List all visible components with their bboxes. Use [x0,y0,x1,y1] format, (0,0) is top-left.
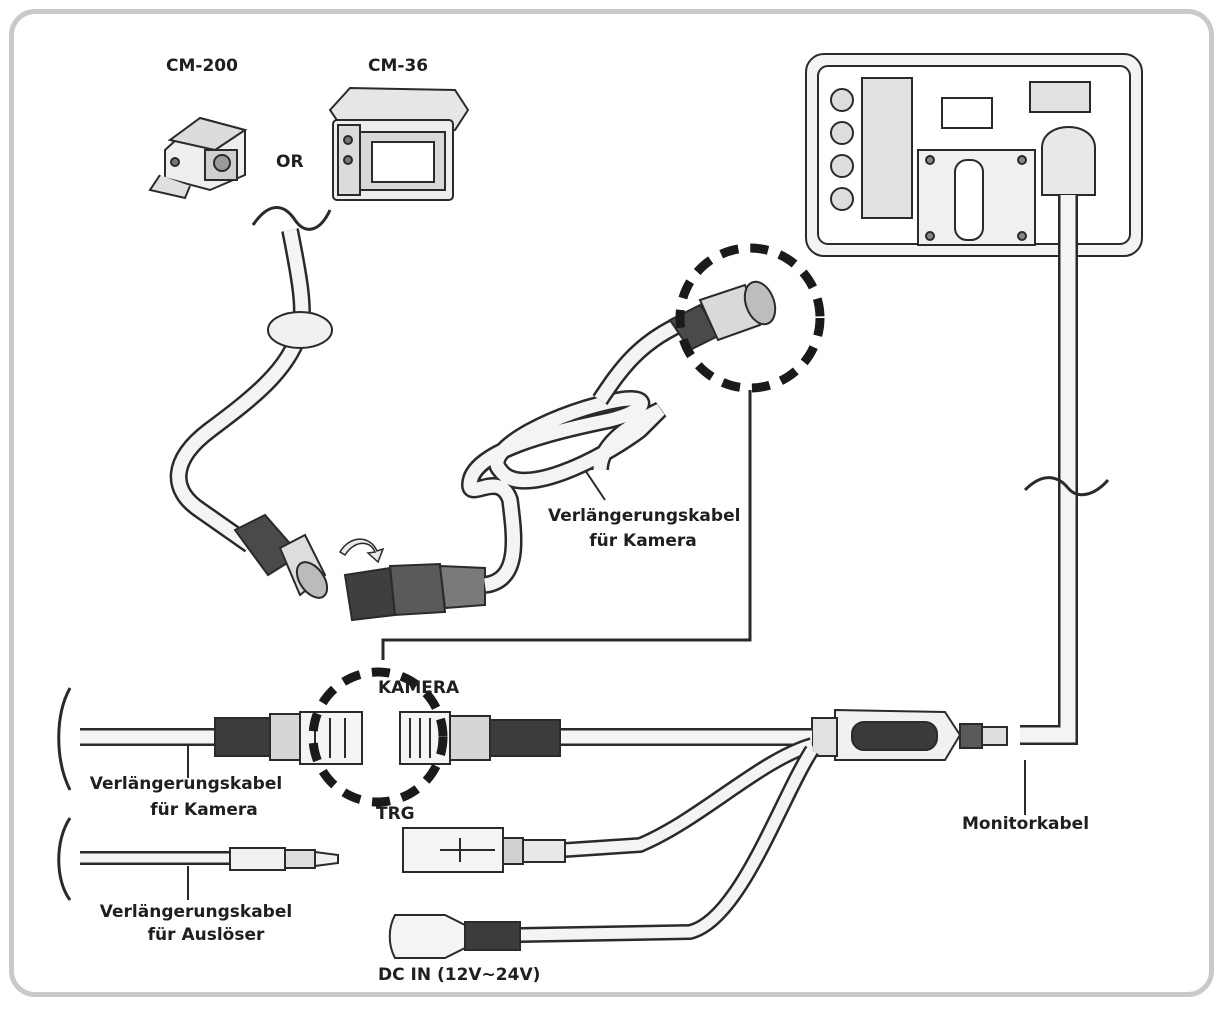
cm36-label: CM-36 [368,56,429,76]
highlight-circle-bottom [308,667,448,807]
dc-in-label: DC IN (12V~24V) [378,965,541,985]
cable-grommet [267,311,333,349]
break-mark-monitor [1023,476,1110,497]
trg-connector-icon [402,827,566,873]
extension-cable-connector-icon [343,562,486,622]
trigger-extension-connector-icon [229,847,339,871]
leader-line [381,390,752,660]
or-label: OR [276,152,304,172]
camera-cable-connector [233,513,329,599]
harness-hub-icon [811,708,1008,761]
ext-cam-top-label-1: Verlängerungskabel [548,506,741,526]
camera-cable [169,228,311,553]
ext-cam-left-label-2: für Kamera [150,800,258,820]
dc-in-connector-icon [388,914,521,959]
monitor-cable-label: Monitorkabel [962,814,1090,834]
trg-label: TRG [376,804,415,824]
rotate-arrow-icon [338,538,385,564]
cm200-label: CM-200 [166,56,238,76]
kamera-label: KAMERA [378,678,460,698]
extension-camera-connector-left-icon [214,711,363,765]
break-mark [251,206,332,231]
cm36-camera-icon [328,86,470,201]
ext-trigger-label-1: Verlängerungskabel [99,902,293,922]
extension-cable-top-connector-icon [668,280,777,352]
highlight-circle-top [675,243,825,393]
monitor-icon [805,53,1143,257]
diagram-frame [9,9,1214,997]
kamera-connector-icon [399,711,561,765]
ext-cam-left-label-1: Verlängerungskabel [89,774,283,794]
cm200-camera-icon [148,116,248,200]
ext-trigger-label-2: für Auslöser [147,925,265,945]
ext-cam-top-label-2: für Kamera [589,531,697,551]
